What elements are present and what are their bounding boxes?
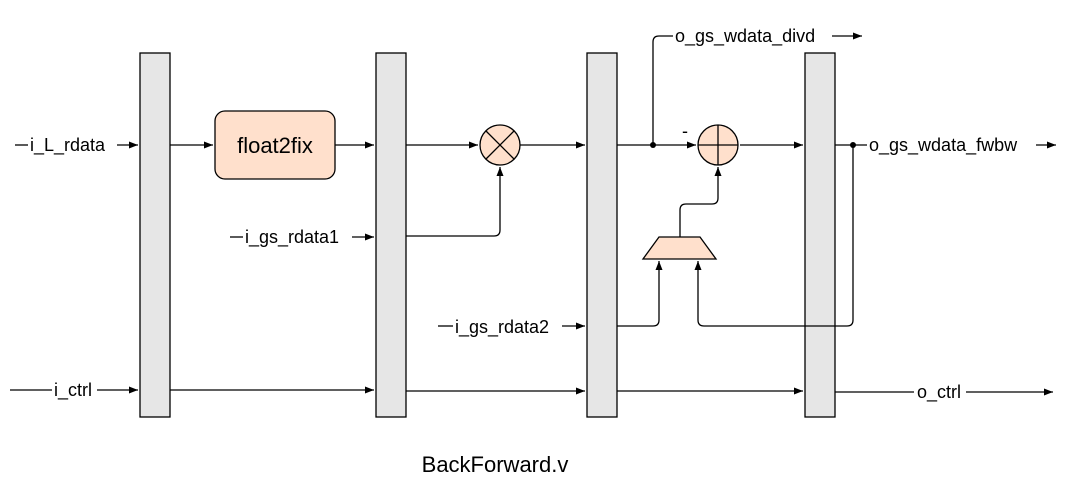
signal-i-gs-rdata1: i_gs_rdata1 bbox=[245, 227, 339, 248]
pipeline-register-3 bbox=[586, 52, 618, 418]
float2fix-label: float2fix bbox=[237, 133, 313, 158]
wires bbox=[10, 32, 1056, 396]
signal-o-ctrl: o_ctrl bbox=[917, 382, 961, 403]
adder-icon bbox=[697, 124, 739, 166]
mux-icon bbox=[641, 236, 718, 260]
signal-i-ctrl: i_ctrl bbox=[54, 380, 92, 401]
diagram-caption: BackForward.v bbox=[422, 452, 569, 477]
signal-i-gs-rdata2: i_gs_rdata2 bbox=[455, 317, 549, 338]
multiplier-icon bbox=[479, 124, 521, 166]
signal-o-gs-wdata-fwbw: o_gs_wdata_fwbw bbox=[869, 135, 1018, 156]
signal-i-L-rdata: i_L_rdata bbox=[30, 135, 106, 156]
pipeline-register-2 bbox=[375, 52, 407, 418]
pipeline-register-1 bbox=[139, 52, 171, 418]
minus-sign: - bbox=[682, 121, 688, 141]
signal-o-gs-wdata-divd: o_gs_wdata_divd bbox=[675, 26, 815, 47]
pipeline-register-4 bbox=[804, 52, 836, 418]
